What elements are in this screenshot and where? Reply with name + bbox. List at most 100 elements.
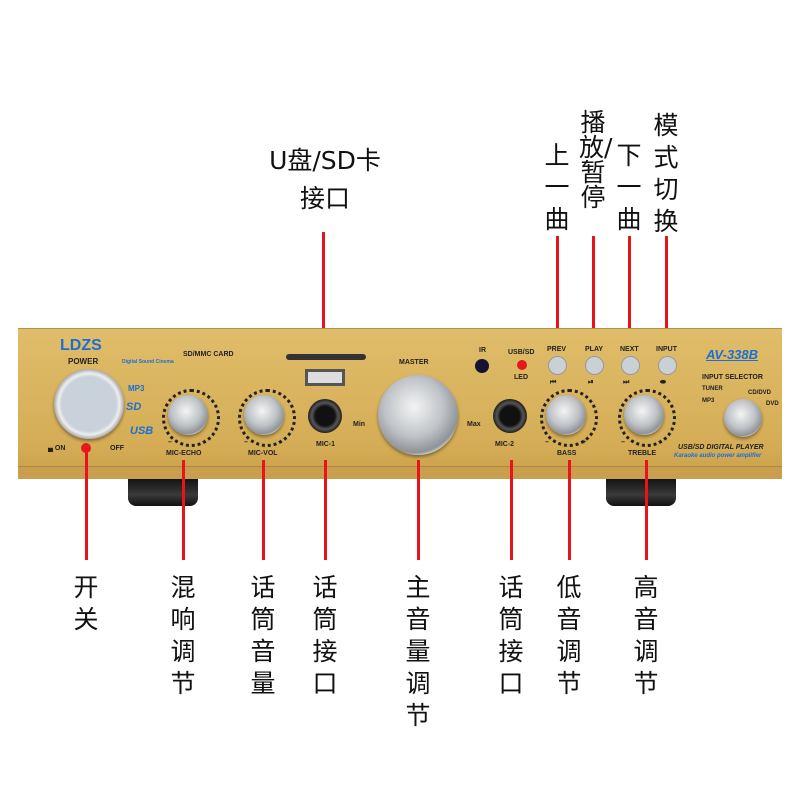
callout-mode: 模式切换	[653, 111, 679, 236]
minus: –	[168, 439, 172, 446]
input-selector-knob[interactable]	[724, 399, 762, 437]
ir-sensor	[475, 359, 489, 373]
logo-dsc: Digital Sound Cinema	[122, 359, 174, 365]
plus: +	[278, 439, 283, 446]
micvol-scale	[238, 389, 296, 447]
pointer-line	[262, 460, 265, 560]
input-selector-label: INPUT SELECTOR	[702, 374, 763, 381]
ir-label: IR	[479, 347, 486, 354]
pointer-line	[592, 236, 595, 346]
usb-port[interactable]	[305, 369, 345, 386]
mic-echo-knob[interactable]	[168, 395, 208, 435]
mic-vol-label: MIC-VOL	[248, 450, 278, 457]
pointer-line	[665, 236, 668, 346]
model-label: AV-338B	[706, 347, 759, 362]
logo-usb: USB	[130, 425, 154, 437]
foot	[128, 478, 198, 506]
max-label: Max	[467, 421, 481, 428]
input-icon: ⬬	[660, 379, 666, 386]
pointer-line	[645, 460, 648, 560]
play-label: PLAY	[585, 346, 604, 353]
power-label: POWER	[68, 357, 99, 366]
callout-prev: 上一曲	[544, 141, 570, 234]
dvd-label: DVD	[766, 401, 779, 407]
plus: +	[658, 439, 663, 446]
plus: +	[582, 439, 587, 446]
minus: –	[244, 439, 248, 446]
mic-2-label: MIC-2	[495, 441, 515, 448]
input-label: INPUT	[656, 346, 677, 353]
sd-card-slot[interactable]	[286, 354, 366, 360]
front-panel: LDZS POWER Digital Sound Cinema MP3 SD U…	[18, 328, 782, 479]
off-label: OFF	[110, 445, 124, 452]
mic-2-jack[interactable]	[493, 399, 527, 433]
pointer-line	[85, 448, 88, 560]
on-text: ON	[54, 445, 66, 452]
master-volume-knob[interactable]	[378, 375, 458, 455]
callout-next: 下一曲	[616, 141, 642, 234]
usbsd-label: USB/SD	[508, 349, 535, 356]
mp3-label: MP3	[702, 398, 715, 404]
pointer-line	[322, 232, 325, 352]
panel-lip	[18, 466, 782, 479]
led-label: LED	[514, 374, 528, 381]
callout-mic-1: 话筒接口	[312, 573, 338, 698]
callout-mic-vol: 话筒音量	[250, 573, 276, 698]
treble-scale	[618, 389, 676, 447]
on-switch-icon: ▄	[48, 445, 55, 452]
bass-scale	[540, 389, 598, 447]
sd-card-label: SD/MMC CARD	[183, 351, 234, 358]
play-button[interactable]	[585, 356, 604, 375]
callout-mic-2: 话筒接口	[498, 573, 524, 698]
callout-power: 开关	[73, 573, 99, 634]
mic-1-jack[interactable]	[308, 399, 342, 433]
pointer-line	[182, 460, 185, 560]
pointer-line	[556, 236, 559, 346]
power-button[interactable]	[54, 369, 124, 439]
tagline: Karaoke audio power amplifier	[674, 453, 762, 459]
bass-knob[interactable]	[546, 395, 586, 435]
pointer-line	[417, 460, 420, 560]
logo-mp3: MP3	[128, 384, 145, 393]
on-label: ▄ ON	[48, 445, 65, 452]
tuner-label: TUNER	[702, 386, 723, 392]
pointer-line	[510, 460, 513, 560]
minus: –	[545, 439, 549, 446]
prev-icon: ⏮	[550, 379, 557, 386]
callout-text: U盘/SD卡	[269, 146, 381, 175]
mic-1-label: MIC-1	[316, 441, 336, 448]
next-icon: ⏭	[623, 379, 630, 386]
mic-echo-label: MIC-ECHO	[166, 450, 202, 457]
minus: –	[621, 439, 625, 446]
cddvd-label: CD/DVD	[748, 390, 772, 396]
treble-knob[interactable]	[624, 395, 664, 435]
play-pause-icon: ⏯	[588, 379, 594, 386]
echo-scale	[162, 389, 220, 447]
bass-label: BASS	[557, 450, 577, 457]
prev-label: PREV	[547, 346, 567, 353]
callout-echo: 混响调节	[170, 573, 196, 698]
plus: +	[202, 439, 207, 446]
foot	[606, 478, 676, 506]
pointer-line	[324, 460, 327, 560]
callout-treble: 高音调节	[633, 573, 659, 698]
usbsd-led	[517, 360, 527, 370]
treble-label: TREBLE	[628, 450, 656, 457]
input-button[interactable]	[658, 356, 677, 375]
pointer-line	[568, 460, 571, 560]
next-label: NEXT	[620, 346, 639, 353]
pointer-line	[628, 236, 631, 346]
callout-usb-sd: U盘/SD卡 接口	[250, 145, 400, 215]
mic-vol-knob[interactable]	[244, 395, 284, 435]
callout-play: 播放/暂停	[579, 108, 613, 212]
player-label: USB/SD DIGITAL PLAYER	[678, 444, 764, 451]
min-label: Min	[353, 421, 366, 428]
logo-sd: SD	[126, 401, 142, 413]
prev-button[interactable]	[548, 356, 567, 375]
callout-master: 主音量调节	[405, 573, 431, 730]
next-button[interactable]	[621, 356, 640, 375]
callout-bass: 低音调节	[556, 573, 582, 698]
master-label: MASTER	[399, 359, 429, 366]
brand-logo: LDZS	[60, 337, 102, 354]
